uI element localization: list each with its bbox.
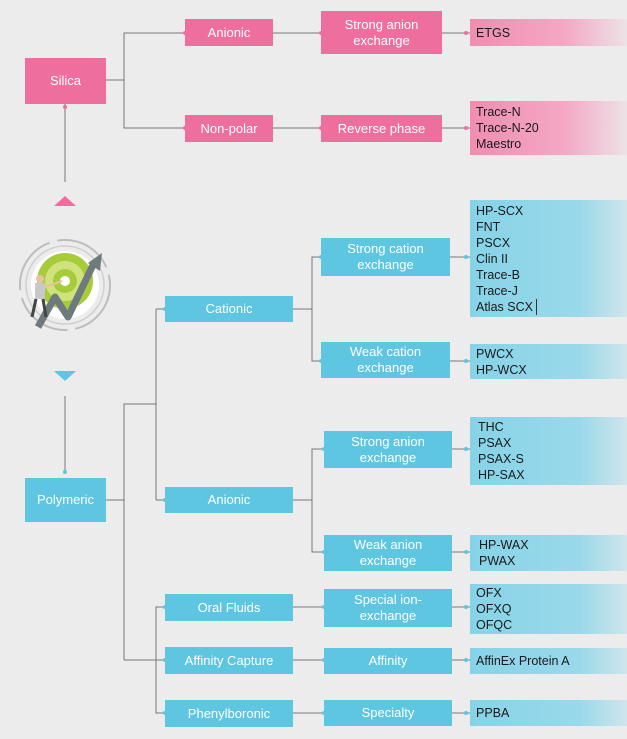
product-item: FNT — [476, 219, 501, 234]
silica-node: Silica — [25, 58, 106, 104]
oral-fluids-node: Oral Fluids — [165, 594, 293, 621]
product-item: PPBA — [476, 706, 510, 720]
silica-sax-products: ETGS — [470, 19, 627, 46]
product-item: PWAX — [479, 554, 516, 568]
affinity-products: AffinEx Protein A — [470, 648, 627, 674]
polymeric-anionic-node: Anionic — [165, 487, 293, 513]
non-polar-node: Non-polar — [185, 115, 273, 142]
special-ion-exchange-node: Special ion-exchange — [324, 589, 452, 627]
product-item: Maestro — [476, 137, 522, 151]
product-item: AffinEx Protein A — [476, 654, 570, 668]
phenylboronic-node: Phenylboronic — [165, 700, 293, 727]
polymeric-strong-anion-exchange-node: Strong anion exchange — [324, 431, 452, 468]
product-item: HP-SAX — [478, 468, 525, 482]
reverse-phase-node: Reverse phase — [321, 115, 442, 142]
up-triangle-icon — [54, 196, 76, 206]
product-item: PWCX — [476, 346, 514, 361]
product-item: OFX — [476, 586, 502, 600]
product-item: OFQC — [476, 618, 513, 632]
down-triangle-icon — [54, 371, 76, 381]
product-item: THC — [478, 420, 504, 434]
product-item: OFXQ — [476, 602, 512, 616]
product-item: HP-WCX — [476, 362, 527, 377]
specialty-node: Specialty — [324, 700, 452, 726]
product-item: PSCX — [476, 235, 511, 250]
product-item: Trace-J — [476, 283, 518, 298]
product-item: HP-WAX — [479, 538, 529, 552]
target-growth-illustration-icon — [19, 239, 111, 331]
strong-cation-exchange-node: Strong cation exchange — [321, 238, 450, 276]
weak-anion-exchange-node: Weak anion exchange — [324, 535, 452, 571]
polymeric-node: Polymeric — [25, 478, 106, 522]
cationic-node: Cationic — [165, 296, 293, 322]
weak-cation-products: PWCX HP-WCX — [470, 344, 627, 379]
specialty-products: PPBA — [470, 700, 627, 726]
strong-cation-products: HP-SCX FNT PSCX Clin II Trace-B Trace-J … — [470, 200, 627, 317]
affinity-node: Affinity — [324, 648, 452, 674]
product-item: Trace-B — [476, 267, 520, 282]
strong-anion-products: THC PSAX PSAX-S HP-SAX — [470, 417, 627, 485]
reverse-phase-products: Trace-N Trace-N-20 Maestro — [470, 101, 627, 155]
product-item: Atlas SCX — [476, 298, 537, 315]
product-etgs: ETGS — [476, 25, 511, 40]
product-item: HP-SCX — [476, 203, 524, 218]
silica-strong-anion-exchange-node: Strong anion exchange — [321, 11, 442, 54]
product-item: Clin II — [476, 251, 508, 266]
product-item: Trace-N — [476, 105, 521, 119]
product-item: Trace-N-20 — [476, 121, 539, 135]
product-item: PSAX-S — [478, 452, 524, 466]
product-item: PSAX — [478, 436, 512, 450]
weak-cation-exchange-node: Weak cation exchange — [321, 342, 450, 378]
weak-anion-products: HP-WAX PWAX — [470, 535, 627, 571]
silica-anionic-node: Anionic — [185, 19, 273, 46]
oral-fluid-products: OFX OFXQ OFQC — [470, 584, 627, 634]
affinity-capture-node: Affinity Capture — [165, 647, 293, 674]
